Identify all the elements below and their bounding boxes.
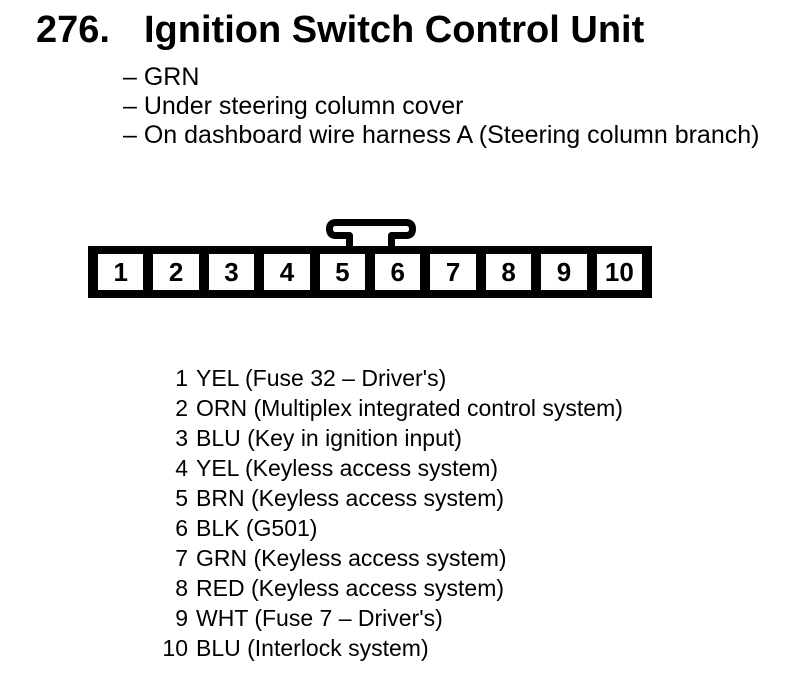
note-wire-color: – GRN xyxy=(123,63,200,91)
pin-number: 5 xyxy=(175,485,188,511)
pinout-row: 5 BRN (Keyless access system) xyxy=(148,483,623,513)
connector-diagram: 1 2 3 4 5 6 7 8 9 10 xyxy=(88,246,652,298)
pinout-list: 1 YEL (Fuse 32 – Driver's) 2 ORN (Multip… xyxy=(148,363,623,663)
notes-list: – GRN – Under steering column cover – On… xyxy=(123,63,759,150)
connector-pin-cell: 8 xyxy=(485,254,532,290)
note-location: – Under steering column cover xyxy=(123,92,464,120)
pinout-row: 7 GRN (Keyless access system) xyxy=(148,543,623,573)
pin-number: 2 xyxy=(175,395,188,421)
connector-pin-cell: 6 xyxy=(375,254,421,290)
connector-pin-cell: 10 xyxy=(596,254,643,290)
section-number: 276. xyxy=(36,9,110,51)
pin-number: 10 xyxy=(162,635,188,661)
pin-description: WHT (Fuse 7 – Driver's) xyxy=(196,605,443,631)
connector-pin-cell: 2 xyxy=(153,254,199,290)
pin-number: 9 xyxy=(175,605,188,631)
connector-pin-cell: 1 xyxy=(98,254,144,290)
pin-description: YEL (Fuse 32 – Driver's) xyxy=(196,365,447,391)
page-title: Ignition Switch Control Unit xyxy=(144,9,645,51)
pinout-row: 2 ORN (Multiplex integrated control syst… xyxy=(148,393,623,423)
pinout-row: 8 RED (Keyless access system) xyxy=(148,573,623,603)
pin-description: BLU (Key in ignition input) xyxy=(196,425,462,451)
pinout-row: 6 BLK (G501) xyxy=(148,513,623,543)
pin-number: 8 xyxy=(175,575,188,601)
pin-number: 7 xyxy=(175,545,188,571)
pin-description: RED (Keyless access system) xyxy=(196,575,505,601)
pin-number: 4 xyxy=(175,455,188,481)
connector-pin-cell: 5 xyxy=(319,254,366,290)
pin-description: BRN (Keyless access system) xyxy=(196,485,505,511)
connector-pin-cell: 3 xyxy=(208,254,255,290)
pin-number: 3 xyxy=(175,425,188,451)
connector-pin-cell: 4 xyxy=(264,254,310,290)
pinout-row: 3 BLU (Key in ignition input) xyxy=(148,423,623,453)
pin-number: 1 xyxy=(175,365,188,391)
connector-pin-cell: 9 xyxy=(541,254,587,290)
pin-number: 6 xyxy=(175,515,188,541)
pinout-row: 10 BLU (Interlock system) xyxy=(148,633,623,663)
pin-description: BLK (G501) xyxy=(196,515,318,541)
connector-key-tab-icon xyxy=(326,219,416,247)
pin-description: GRN (Keyless access system) xyxy=(196,545,507,571)
pinout-row: 1 YEL (Fuse 32 – Driver's) xyxy=(148,363,623,393)
connector-pin-cell: 7 xyxy=(430,254,476,290)
pin-description: ORN (Multiplex integrated control system… xyxy=(196,395,623,421)
pin-description: YEL (Keyless access system) xyxy=(196,455,499,481)
pinout-row: 9 WHT (Fuse 7 – Driver's) xyxy=(148,603,623,633)
pinout-row: 4 YEL (Keyless access system) xyxy=(148,453,623,483)
note-harness: – On dashboard wire harness A (Steering … xyxy=(123,121,760,149)
pin-description: BLU (Interlock system) xyxy=(196,635,429,661)
